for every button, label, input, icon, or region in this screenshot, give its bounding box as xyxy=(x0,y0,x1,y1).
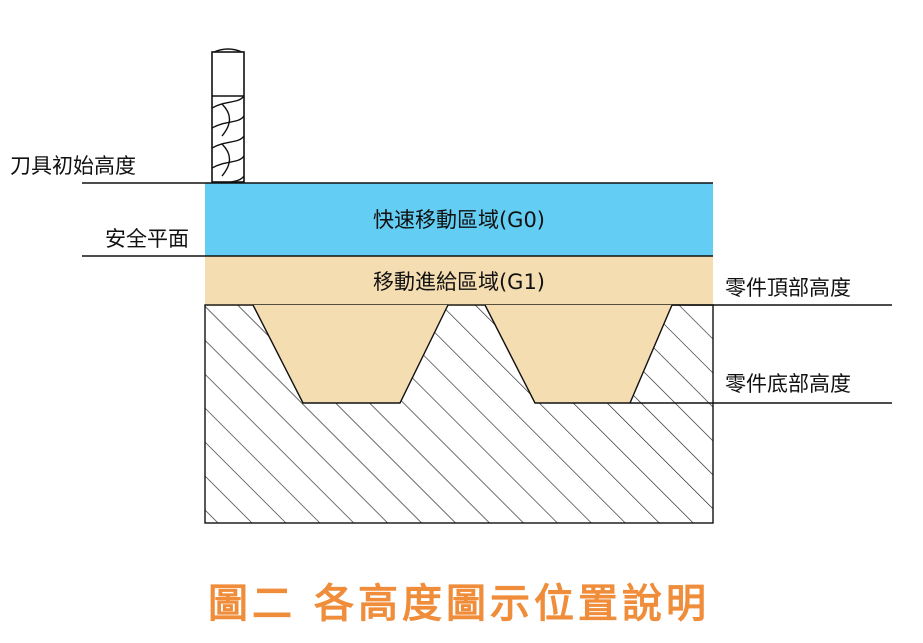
pocket-left xyxy=(253,305,448,403)
pocket-right xyxy=(485,305,672,403)
part-top-height-label: 零件頂部高度 xyxy=(725,276,851,300)
tool-initial-height-label: 刀具初始高度 xyxy=(10,154,136,178)
end-mill-tool xyxy=(211,48,245,183)
pocket-left-outline xyxy=(252,304,449,404)
safety-plane-label: 安全平面 xyxy=(105,227,189,251)
part-bottom-height-label: 零件底部高度 xyxy=(725,372,851,396)
feed-zone-label: 移動進給區域(G1) xyxy=(373,270,545,294)
rapid-move-zone xyxy=(205,183,713,256)
rapid-zone-label: 快速移動區域(G0) xyxy=(373,208,545,232)
pocket-right-outline xyxy=(484,304,673,404)
feed-move-zone xyxy=(205,256,713,306)
figure-caption: 圖二 各高度圖示位置說明 xyxy=(208,581,710,627)
